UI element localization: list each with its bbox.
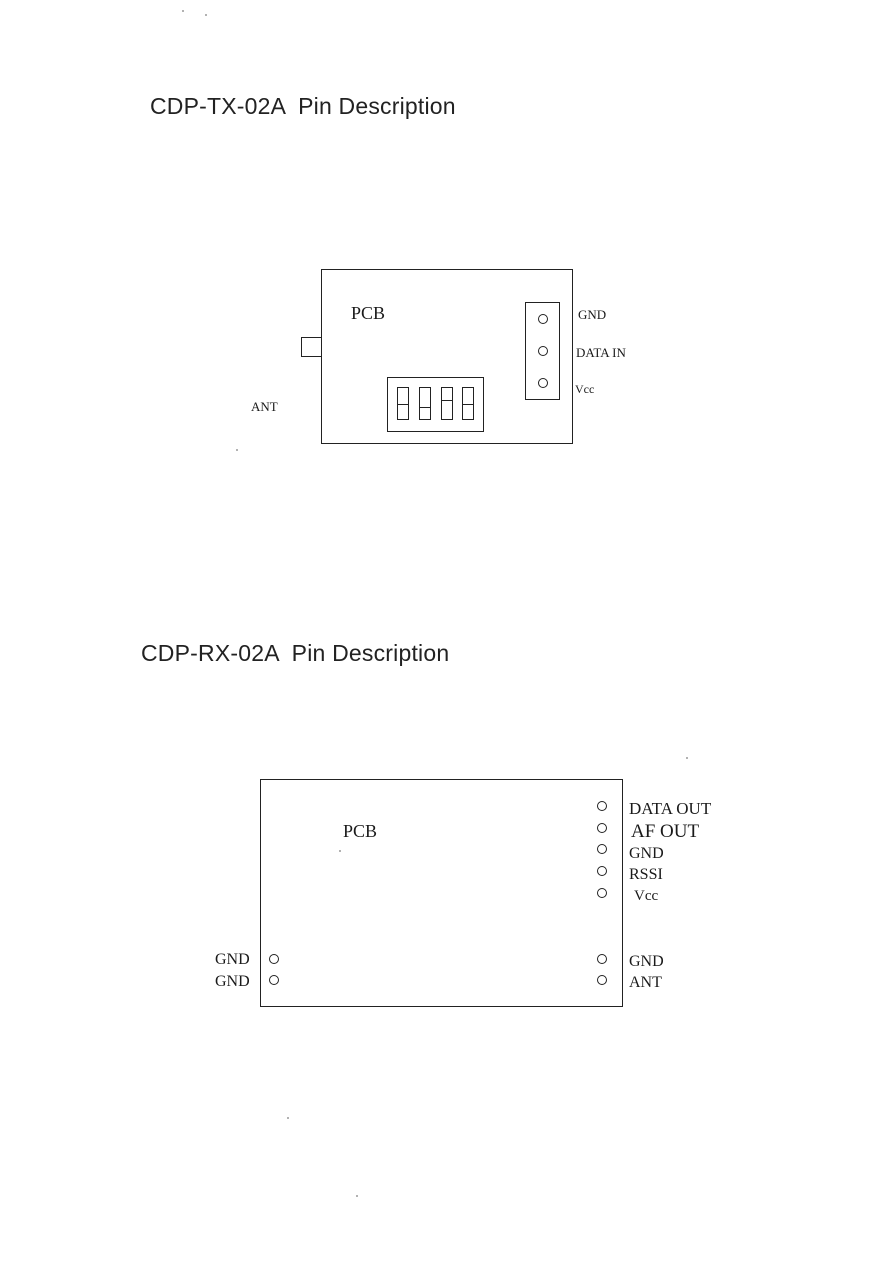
rx-pcb-board (260, 779, 623, 1007)
tx-ant-label: ANT (251, 399, 278, 414)
dip-switch-1 (397, 387, 409, 420)
rx-pin-gnd (597, 844, 607, 854)
tx-antenna-connector (301, 337, 322, 357)
rx-pin-vcc (597, 888, 607, 898)
dip-switch-4 (462, 387, 474, 420)
tx-pin-label-vcc: Vcc (575, 382, 595, 396)
rx-pin-label-gnd-2: GND (629, 953, 664, 970)
rx-pin-label-af-out: AF OUT (631, 821, 700, 842)
rx-left-pin-gnd-1 (269, 954, 279, 964)
rx-left-pin-label-gnd-1: GND (215, 951, 250, 968)
tx-pin-header (525, 302, 560, 400)
scan-speck (182, 10, 184, 12)
tx-title: CDP-TX-02A Pin Description (150, 93, 456, 119)
tx-pin-label-data-in: DATA IN (576, 345, 626, 360)
rx-pin-label-ant: ANT (629, 974, 662, 991)
rx-title: CDP-RX-02A Pin Description (141, 640, 450, 666)
tx-pcb-label: PCB (351, 303, 386, 323)
dip-switch-2 (419, 387, 431, 420)
tx-pin-gnd (538, 314, 548, 324)
rx-pin-af-out (597, 823, 607, 833)
rx-pin-gnd-2 (597, 954, 607, 964)
rx-pcb-label: PCB (343, 821, 378, 841)
dip-switch-3 (441, 387, 453, 420)
scan-speck (686, 757, 688, 759)
scan-speck (205, 14, 207, 16)
rx-left-pin-label-gnd-2: GND (215, 973, 250, 990)
scan-speck (339, 850, 341, 852)
tx-pin-vcc (538, 378, 548, 388)
rx-pin-label-rssi: RSSI (629, 866, 663, 883)
rx-pin-label-data-out: DATA OUT (629, 799, 712, 818)
tx-pin-label-gnd: GND (578, 307, 607, 322)
rx-left-pin-gnd-2 (269, 975, 279, 985)
scan-speck (287, 1117, 289, 1119)
rx-pin-ant (597, 975, 607, 985)
rx-pin-label-gnd: GND (629, 845, 664, 862)
rx-pin-label-vcc: Vcc (634, 888, 659, 904)
scan-speck (236, 449, 238, 451)
scan-speck (356, 1195, 358, 1197)
rx-pin-rssi (597, 866, 607, 876)
tx-dip-switch (387, 377, 484, 432)
tx-pin-data-in (538, 346, 548, 356)
rx-pin-data-out (597, 801, 607, 811)
